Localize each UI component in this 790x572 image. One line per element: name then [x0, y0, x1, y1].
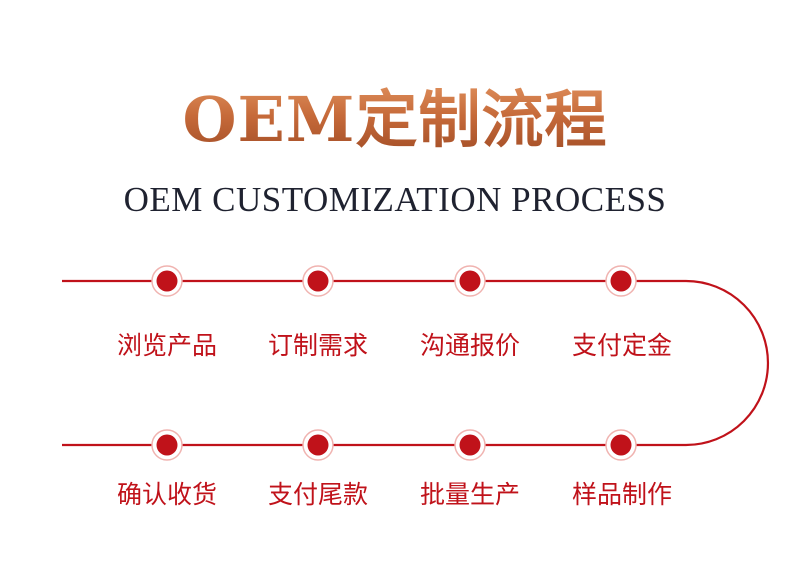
step-node-1-1	[151, 265, 183, 297]
step-label-mass-production: 批量生产	[419, 480, 520, 509]
step-node-1-3	[454, 265, 486, 297]
step-node-1-2	[302, 265, 334, 297]
step-node-2-1	[151, 429, 183, 461]
step-node-dot	[156, 270, 178, 292]
step-node-dot	[610, 434, 632, 456]
step-label-final-payment: 支付尾款	[267, 480, 368, 509]
step-label-browse-products: 浏览产品	[116, 331, 217, 360]
page-title: OEM定制流程	[0, 80, 790, 160]
step-node-2-4	[605, 429, 637, 461]
page-subtitle: OEM CUSTOMIZATION PROCESS	[123, 180, 667, 219]
step-node-dot	[459, 270, 481, 292]
step-node-1-4	[605, 265, 637, 297]
step-label-deposit: 支付定金	[571, 331, 672, 360]
step-node-2-2	[302, 429, 334, 461]
step-label-quotation: 沟通报价	[419, 331, 520, 360]
step-node-dot	[156, 434, 178, 456]
step-label-sample-making: 样品制作	[571, 480, 672, 509]
step-node-2-3	[454, 429, 486, 461]
step-node-dot	[307, 434, 329, 456]
step-label-confirm-receipt: 确认收货	[116, 480, 217, 509]
step-label-custom-requirements: 订制需求	[267, 331, 368, 360]
process-path	[62, 279, 770, 447]
step-node-dot	[610, 270, 632, 292]
step-node-dot	[459, 434, 481, 456]
step-node-dot	[307, 270, 329, 292]
